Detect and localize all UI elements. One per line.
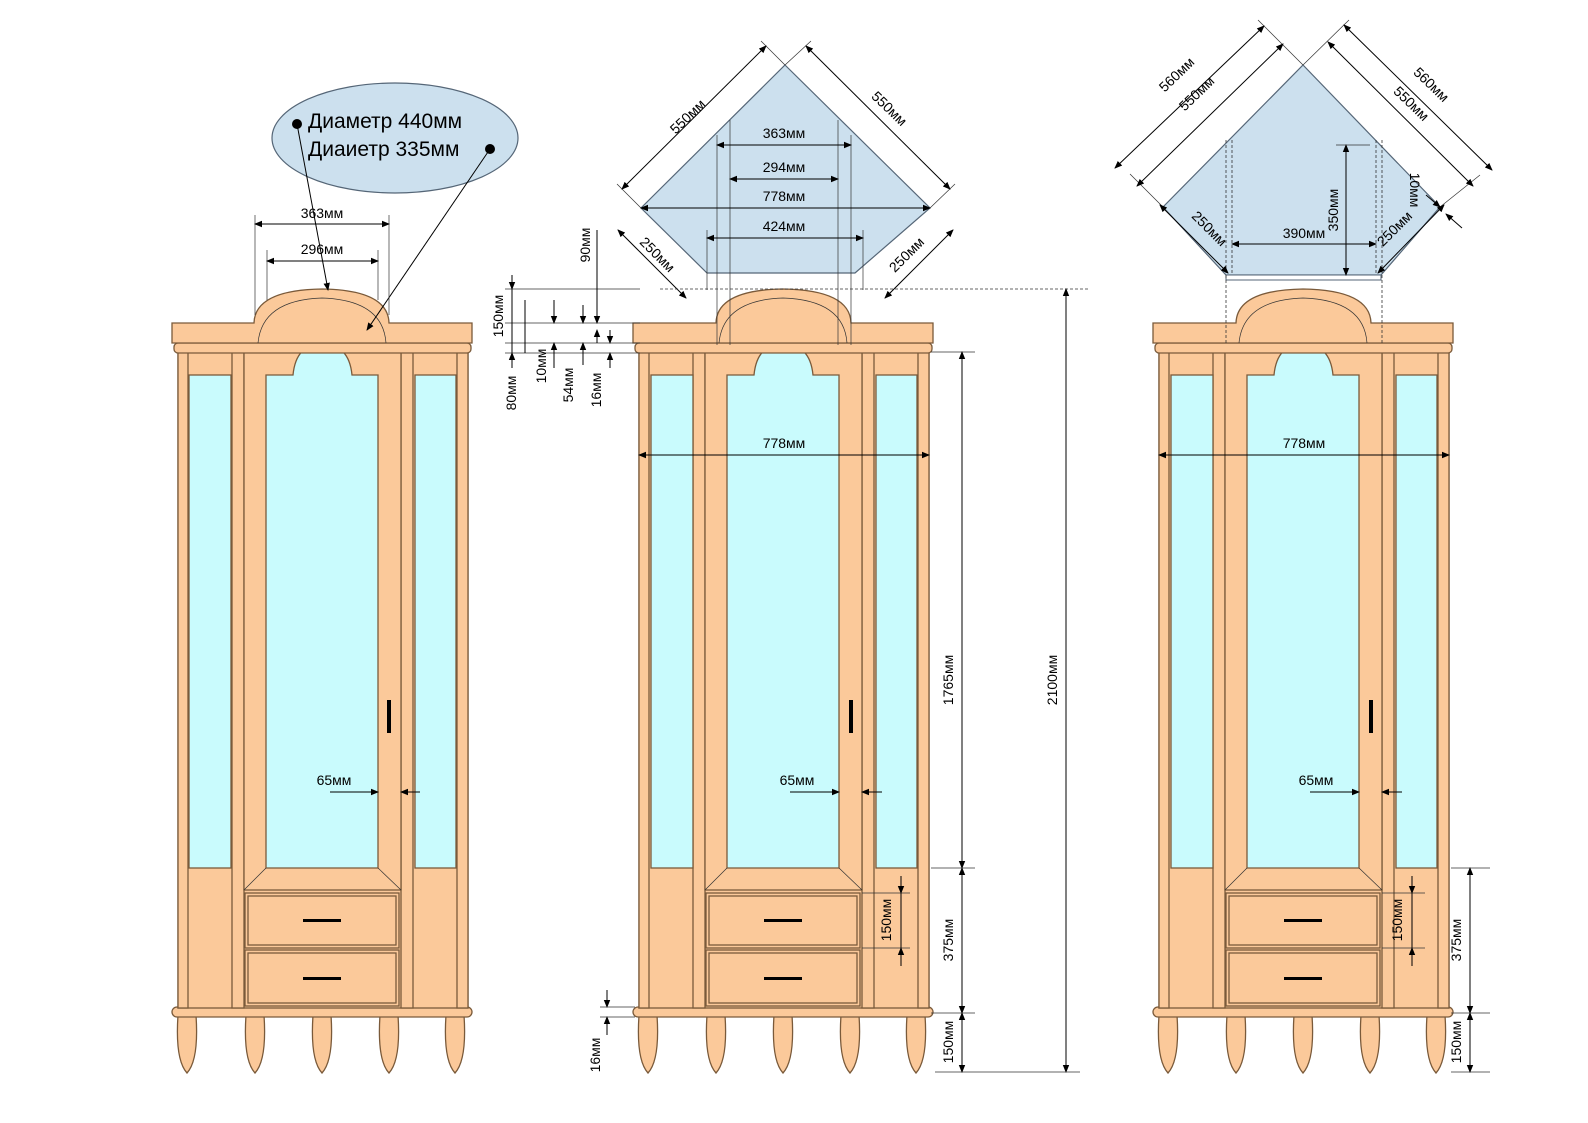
- dimension-lines: [254, 19, 1493, 1073]
- diameter-callout: [271, 82, 519, 331]
- label-total-2100: 2100мм: [1044, 655, 1060, 705]
- label-plan-side-right: 550мм: [869, 88, 911, 129]
- label-cornice-150: 150мм: [490, 295, 506, 338]
- label-cornice-90: 90мм: [577, 228, 593, 263]
- callout-diameter-440: Диаметр 440мм: [308, 110, 462, 133]
- label-plan-side-left: 550мм: [667, 96, 709, 137]
- label-drawer-150-middle: 150мм: [878, 899, 894, 942]
- callout-diameter-335: Диаиетр 335мм: [308, 138, 459, 161]
- label-frame-65-middle: 65мм: [780, 772, 815, 788]
- label-plan-424: 424мм: [763, 218, 806, 234]
- cabinet-elevation-left: [171, 288, 473, 1074]
- label-cornice-10: 10мм: [533, 349, 549, 384]
- label-right-depth-350: 350мм: [1325, 189, 1341, 232]
- label-leg-150-middle: 150мм: [940, 1021, 956, 1064]
- cabinet-elevation-right: [1152, 288, 1454, 1074]
- label-right-gap-10: 10мм: [1407, 173, 1423, 208]
- label-width-778-right: 778мм: [1283, 435, 1326, 451]
- label-lower-375-right: 375мм: [1448, 919, 1464, 962]
- label-height-1765: 1765мм: [940, 655, 956, 705]
- label-top-363: 363мм: [301, 205, 344, 221]
- label-top-296: 296мм: [301, 241, 344, 257]
- label-cornice-54: 54мм: [560, 368, 576, 403]
- label-frame-65-right: 65мм: [1299, 772, 1334, 788]
- label-plinth-16: 16мм: [587, 1038, 603, 1073]
- label-plan-363: 363мм: [763, 125, 806, 141]
- label-right-width-390: 390мм: [1283, 225, 1326, 241]
- label-cornice-16: 16мм: [588, 373, 604, 408]
- cabinet-elevation-middle: [632, 288, 934, 1074]
- label-leg-150-right: 150мм: [1448, 1021, 1464, 1064]
- label-drawer-150-right: 150мм: [1389, 899, 1405, 942]
- label-width-778-middle: 778мм: [763, 435, 806, 451]
- label-plan-294: 294мм: [763, 159, 806, 175]
- label-frame-65-left: 65мм: [317, 772, 352, 788]
- label-lower-375-middle: 375мм: [940, 919, 956, 962]
- label-plan-778: 778мм: [763, 188, 806, 204]
- label-cornice-80: 80мм: [503, 376, 519, 411]
